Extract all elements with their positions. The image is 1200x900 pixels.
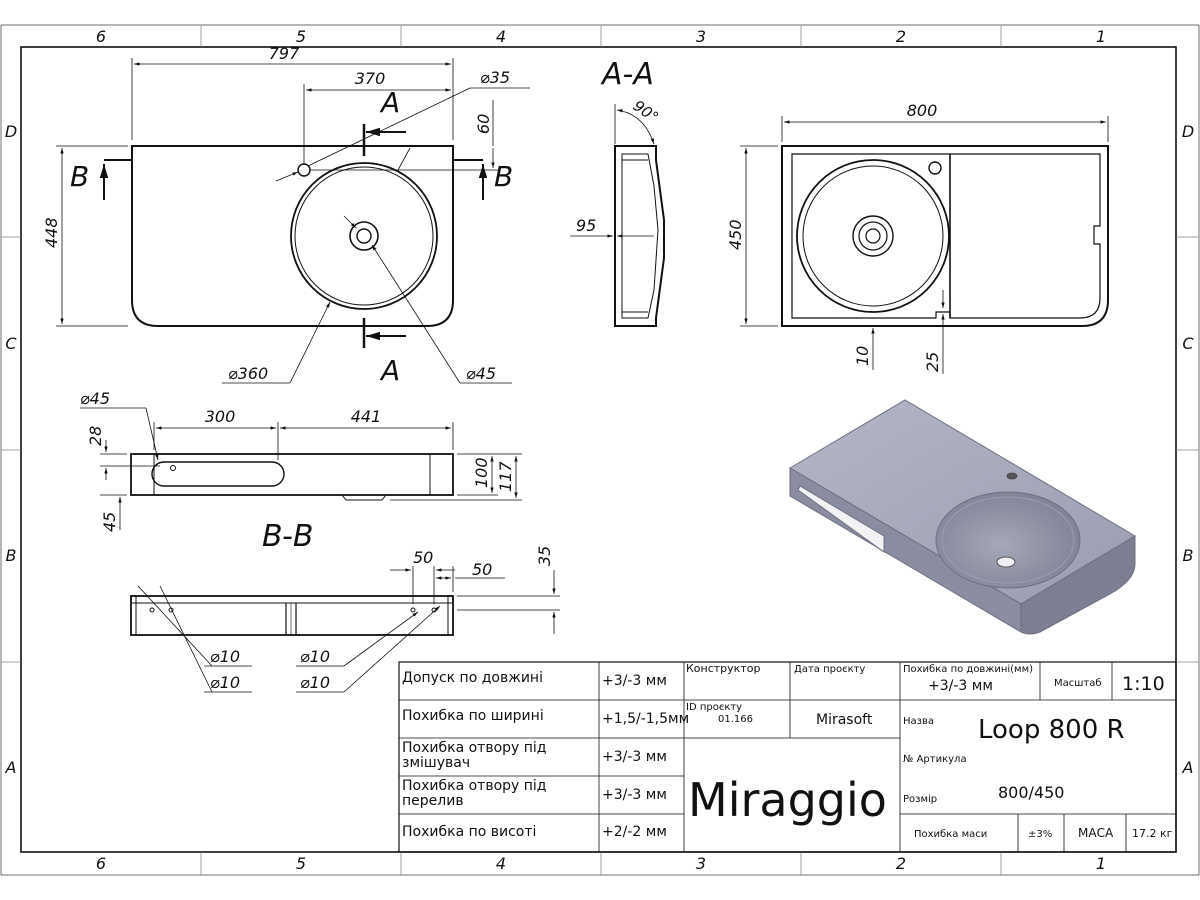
dim-slot-dia: ⌀45 [80,389,110,408]
tolerance-value: +3/-3 мм [602,673,667,689]
column-label: 5 [296,854,306,873]
brand-logo: Miraggio [688,773,887,827]
project-date-label: Дата проєкту [794,664,865,675]
scale-value: 1:10 [1122,673,1165,695]
dim-hole-3: ⌀10 [300,647,330,666]
dim-spacing-a: 50 [413,548,433,567]
tolerance-value: +2/-2 мм [602,824,667,840]
row-label: A [5,758,17,777]
title-block: Допуск по довжині +3/-3 мм Похибка по ши… [398,661,1177,853]
designer-name: Mirasoft [816,712,873,728]
row-label: D [1182,122,1194,141]
dim-slot: 25 [923,352,942,372]
top-view: 800 450 10 25 [726,101,1109,374]
dim-slot-low: 45 [100,512,119,532]
tolerance-label: Похибка по висоті [402,824,536,840]
column-label: 2 [896,854,906,873]
article-label: № Артикула [903,754,967,765]
dim-height-b: 117 [496,461,515,492]
tolerance-value: +3/-3 мм [602,749,667,765]
size-label: Розмір [903,793,937,805]
column-label: 3 [696,854,706,873]
tolerance-value: +3/-3 мм [602,787,667,803]
length-error-value: +3/-3 мм [928,678,993,694]
dim-slot-length: 300 [205,407,236,426]
section-aa-title: A-A [600,57,654,92]
project-id: 01.166 [718,714,753,725]
dim-height-a: 100 [472,457,491,488]
row-label: C [1182,334,1194,353]
drawing-frame: 6 5 4 3 2 1 6 5 4 3 2 1 D C B A D C B A [0,24,1200,876]
dim-tap-offset: 60 [474,114,493,134]
row-label: B [1183,546,1194,565]
column-label: 1 [1096,854,1106,873]
dim-hole-1: ⌀10 [210,647,240,666]
column-label: 2 [896,27,906,46]
dim-drain-dia: ⌀45 [466,364,496,383]
name-label: Назва [903,716,934,727]
mass-error-label: Похибка маси [914,829,987,840]
dim-tap-hole-dia: ⌀35 [480,68,510,87]
column-label: 6 [96,27,106,46]
dim-angle: 90° [630,97,662,127]
section-bb-view: B-B 50 50 35 ⌀10 ⌀10 [130,519,560,693]
mass-label: МАСА [1078,826,1114,840]
column-label: 5 [296,27,306,46]
column-label: 6 [96,854,106,873]
dim-rim: 10 [853,346,872,366]
column-label: 1 [1096,27,1106,46]
dim-bb-height: 35 [535,546,554,566]
tolerance-label: Допуск по довжині [402,670,543,686]
size-value: 800/450 [998,783,1064,802]
section-mark-b: B [494,160,513,193]
column-label: 3 [696,27,706,46]
tolerance-label: Похибка по ширині [402,708,544,724]
length-error-label: Похибка по довжині(мм) [903,663,1033,675]
section-aa-view: A-A 90° 95 [570,57,665,327]
designer-label: Конструктор [686,662,760,675]
tolerance-value: +1,5/-1,5мм [602,711,689,727]
basin-3d-render [789,399,1136,635]
project-id-label: ID проєкту [686,702,742,713]
dim-hole-4: ⌀10 [300,673,330,692]
dim-spacing-b: 50 [472,560,492,579]
product-name: Loop 800 R [978,715,1125,745]
dim-hole-offset: 370 [355,69,386,88]
mass-error-value: ±3% [1028,829,1052,840]
section-mark-b: B [70,160,89,193]
dim-slot-top: 28 [86,426,105,446]
row-label: A [1182,758,1194,777]
section-mark-a: A [379,354,400,387]
plan-view: A A B B 797 370 ⌀35 60 448 ⌀360 [42,44,530,387]
row-label: B [6,546,17,565]
column-label: 4 [496,27,506,46]
scale-label: Масштаб [1054,678,1102,689]
row-label: C [5,334,17,353]
dim-hole-2: ⌀10 [210,673,240,692]
section-bb-title: B-B [262,519,313,554]
dim-length: 800 [907,101,938,120]
section-mark-a: A [379,86,400,119]
dim-aa-width: 95 [576,216,596,235]
dim-overall-length: 797 [269,44,300,63]
dim-width: 450 [726,219,745,250]
mass-value: 17.2 кг [1132,827,1173,840]
side-view: ⌀45 300 441 28 45 100 117 [80,389,522,532]
tolerance-label: Похибка отвору під змішувач [402,740,547,771]
row-label: D [5,122,17,141]
tolerance-label: Похибка отвору під перелив [402,778,547,809]
column-label: 4 [496,854,506,873]
dim-bowl-dia: ⌀360 [228,364,268,383]
dim-slot-offset: 441 [351,407,382,426]
dim-depth: 448 [42,217,61,248]
